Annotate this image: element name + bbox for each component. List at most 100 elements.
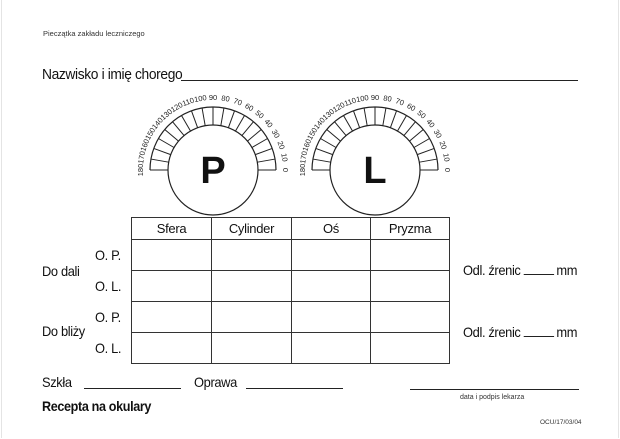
stamp-label: Pieczątka zakładu leczniczego xyxy=(43,29,145,38)
dial-label: 90 xyxy=(371,93,379,102)
dial-tick xyxy=(227,110,236,128)
doctor-signature-label: data i podpis lekarza xyxy=(460,394,525,401)
pupil-distance-far-field[interactable] xyxy=(523,264,554,275)
table-row-near-right xyxy=(131,301,450,333)
dial-label: 80 xyxy=(221,93,231,103)
header-prism: Pryzma xyxy=(370,217,450,240)
dial-tick xyxy=(315,147,333,156)
lenses-field[interactable] xyxy=(84,388,181,389)
cell-near-right-cylinder[interactable] xyxy=(211,301,292,333)
dial-tick xyxy=(241,121,254,136)
dial-tick xyxy=(172,121,185,136)
dial-tick xyxy=(343,115,353,132)
frame-field[interactable] xyxy=(246,388,343,389)
dial-label: 10 xyxy=(279,153,289,163)
dial-label: 70 xyxy=(394,96,405,107)
dial-tick xyxy=(153,147,171,156)
pupil-distance-near: Odl. źrenic mm xyxy=(463,324,577,340)
dial-label: 180 xyxy=(136,164,145,177)
dial-tick xyxy=(201,107,206,126)
cell-near-right-sphere[interactable] xyxy=(131,301,212,333)
header-cylinder: Cylinder xyxy=(211,217,292,240)
header-sphere: Sfera xyxy=(131,217,212,240)
distance-left-eye-label: O. L. xyxy=(95,278,122,294)
dial-label: 80 xyxy=(383,93,393,103)
dial-label: 100 xyxy=(355,93,369,104)
dial-tick xyxy=(190,110,199,128)
dial-label: 10 xyxy=(441,153,451,163)
near-left-eye-label: O. L. xyxy=(95,340,122,356)
pupil-distance-far-label: Odl. źrenic xyxy=(463,262,521,278)
dial-label: 0 xyxy=(281,168,290,172)
lenses-label: Szkła xyxy=(42,374,72,390)
pupil-distance-far: Odl. źrenic mm xyxy=(463,262,577,278)
near-right-eye-label: O. P. xyxy=(95,309,121,325)
dial-tick xyxy=(419,158,438,163)
cell-near-left-axis[interactable] xyxy=(291,332,371,364)
dial-label: 170 xyxy=(136,150,147,164)
dial-tick xyxy=(220,107,225,126)
pupil-distance-far-unit: mm xyxy=(556,262,578,278)
patient-name-field[interactable] xyxy=(181,80,578,81)
dial-label: 30 xyxy=(432,128,444,140)
dial-tick xyxy=(247,129,262,142)
cell-distance-right-cylinder[interactable] xyxy=(211,239,292,271)
cell-distance-right-prism[interactable] xyxy=(370,239,450,271)
dial-label: 180 xyxy=(298,164,307,177)
dial-label: 50 xyxy=(416,108,428,120)
cell-distance-left-axis[interactable] xyxy=(291,270,371,302)
cell-distance-left-prism[interactable] xyxy=(370,270,450,302)
near-group-label: Do bliży xyxy=(42,323,85,339)
pupil-distance-near-label: Odl. źrenic xyxy=(463,324,521,340)
cell-near-left-prism[interactable] xyxy=(370,332,450,364)
cell-near-left-cylinder[interactable] xyxy=(211,332,292,364)
dial-tick xyxy=(158,138,175,148)
table-row-distance-left xyxy=(131,270,450,302)
doctor-signature-field[interactable] xyxy=(410,389,579,390)
dial-tick xyxy=(389,110,398,128)
form-code: OCU/17/03/04 xyxy=(540,419,582,426)
cell-near-right-prism[interactable] xyxy=(370,301,450,333)
dial-label: 70 xyxy=(232,96,243,107)
pupil-distance-near-field[interactable] xyxy=(523,326,554,337)
cell-distance-left-sphere[interactable] xyxy=(131,270,212,302)
dial-tick xyxy=(382,107,387,126)
prescription-table: Sfera Cylinder Oś Pryzma xyxy=(131,217,450,364)
cell-distance-right-axis[interactable] xyxy=(291,239,371,271)
dial-label: 100 xyxy=(193,93,207,104)
dial-label: 30 xyxy=(270,128,282,140)
pupil-distance-near-unit: mm xyxy=(556,324,578,340)
frame-label: Oprawa xyxy=(194,374,237,390)
dial-tick xyxy=(235,115,245,132)
table-row-near-left xyxy=(131,332,450,364)
left-eye-dial[interactable]: 0102030405060708090100110120130140150160… xyxy=(298,93,452,216)
dial-label: 90 xyxy=(209,93,217,102)
dial-label: 160 xyxy=(300,138,313,153)
cell-distance-right-sphere[interactable] xyxy=(131,239,212,271)
dial-tick xyxy=(363,107,368,126)
dial-tick xyxy=(150,158,169,163)
dial-tick xyxy=(255,147,273,156)
dial-tick xyxy=(164,129,179,142)
dial-label: 20 xyxy=(275,140,286,151)
dial-tick xyxy=(397,115,407,132)
cell-near-right-axis[interactable] xyxy=(291,301,371,333)
dial-tick xyxy=(312,158,331,163)
header-axis: Oś xyxy=(291,217,371,240)
cell-near-left-sphere[interactable] xyxy=(131,332,212,364)
right-eye-dial[interactable]: 0102030405060708090100110120130140150160… xyxy=(136,93,290,216)
dial-label: 170 xyxy=(298,150,309,164)
dial-label: 0 xyxy=(443,168,452,172)
dial-label: 110 xyxy=(181,96,195,109)
dial-label: 60 xyxy=(243,101,255,113)
dial-tick xyxy=(409,129,424,142)
dial-eye-letter: L xyxy=(363,150,386,192)
cell-distance-left-cylinder[interactable] xyxy=(211,270,292,302)
dial-label: 20 xyxy=(437,140,448,151)
dial-tick xyxy=(413,138,430,148)
document-title: Recepta na okulary xyxy=(42,398,152,414)
patient-name-label: Nazwisko i imię chorego xyxy=(42,66,183,83)
dial-tick xyxy=(403,121,416,136)
